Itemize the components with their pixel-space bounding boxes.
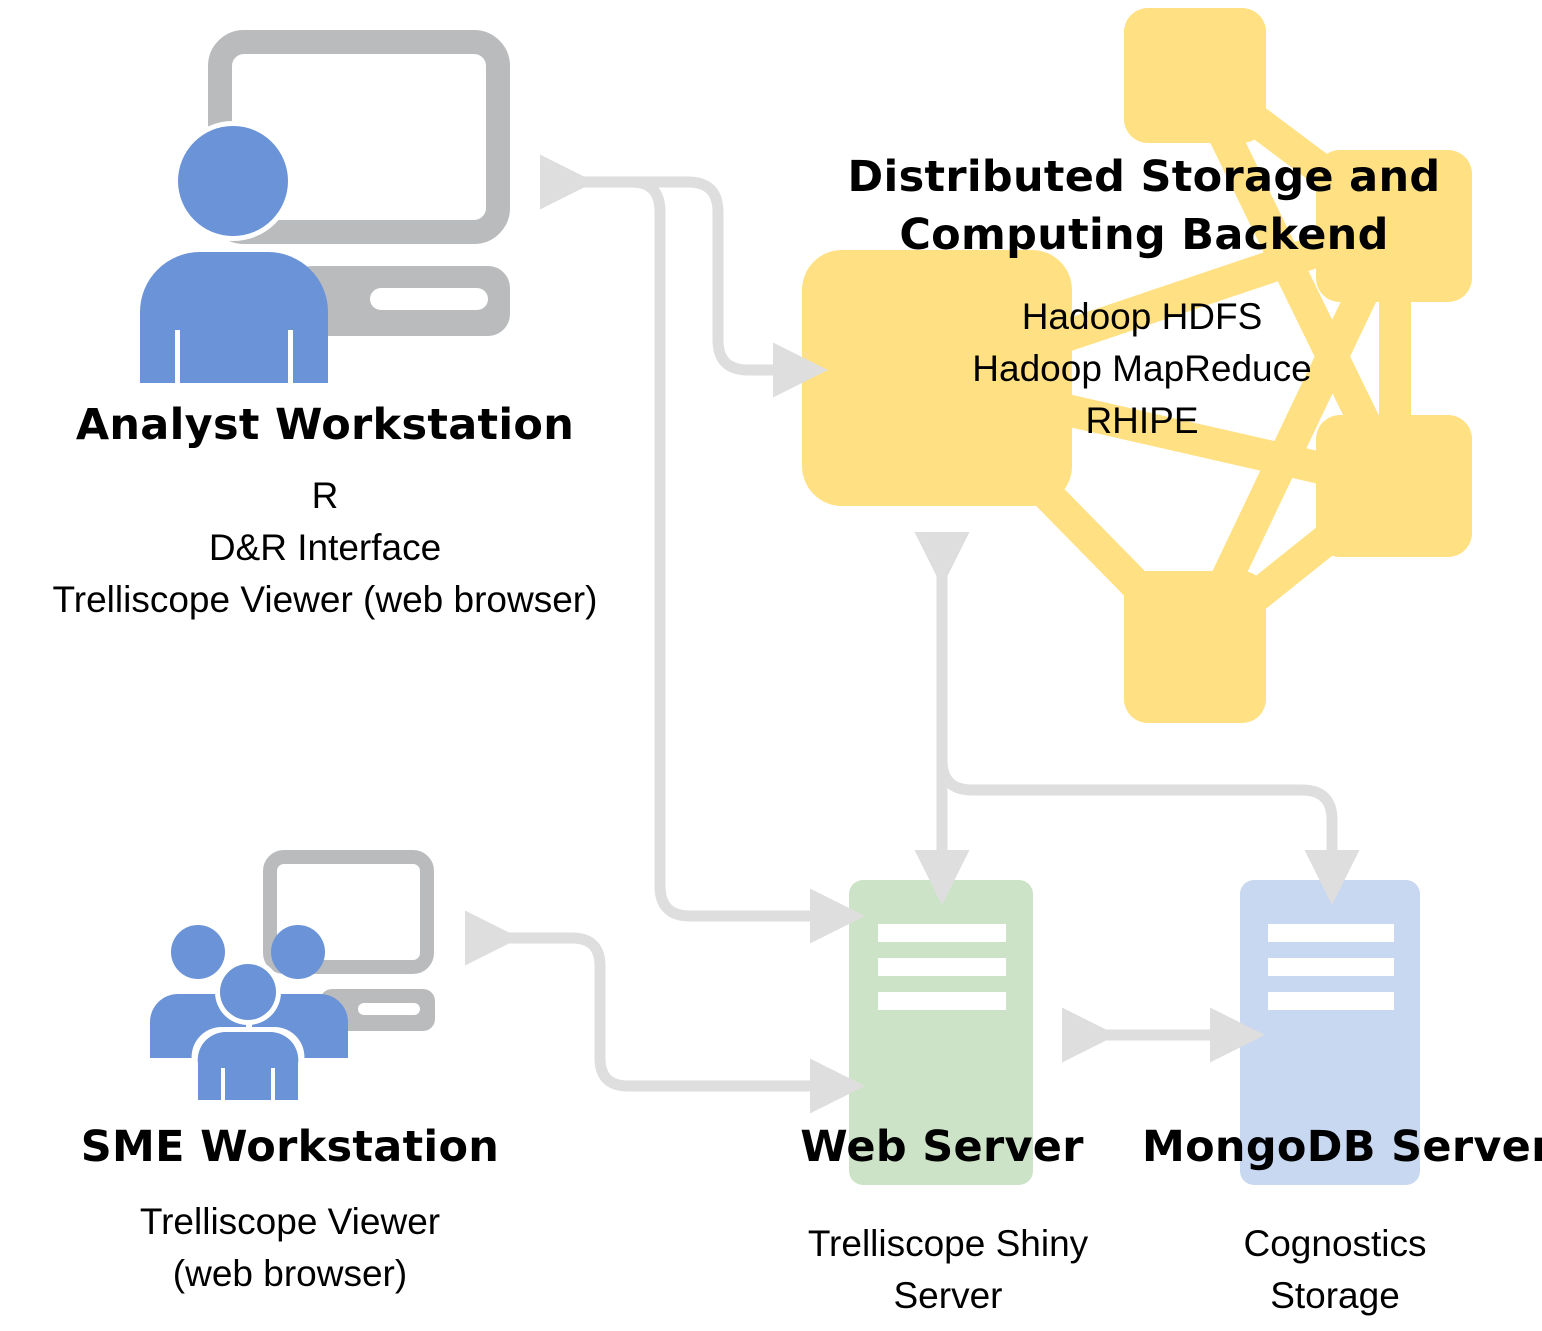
sme-details: Trelliscope Viewer (web browser) xyxy=(40,1196,540,1300)
user-group-icon xyxy=(150,925,348,1102)
backend-title: Distributed Storage and Computing Backen… xyxy=(810,148,1478,264)
analyst-person-icon xyxy=(140,121,328,383)
sme-line: Trelliscope Viewer xyxy=(139,1201,441,1242)
mongodb-server-title: MongoDB Server xyxy=(1142,1122,1542,1172)
backend-title-line: Computing Backend xyxy=(899,210,1389,260)
web-server-line: Server xyxy=(893,1275,1003,1316)
backend-line: Hadoop HDFS xyxy=(1021,296,1263,337)
backend-details: Hadoop HDFS Hadoop MapReduce RHIPE xyxy=(842,291,1442,447)
backend-line: Hadoop MapReduce xyxy=(972,348,1312,389)
arrow-sme-webserver xyxy=(465,910,865,1114)
database-server-icon xyxy=(1240,880,1420,1185)
mongodb-line: Storage xyxy=(1270,1275,1400,1316)
arrow-analyst-backend xyxy=(540,154,828,398)
web-server-title: Web Server xyxy=(800,1122,1084,1172)
backend-title-line: Distributed Storage and xyxy=(847,152,1441,202)
arrow-backend-mongodb xyxy=(936,759,1360,905)
web-server-details: Trelliscope Shiny Server xyxy=(748,1218,1148,1322)
sme-computer-icon xyxy=(263,850,435,1031)
backend-cluster-icon xyxy=(802,8,1472,723)
analyst-title: Analyst Workstation xyxy=(75,400,575,450)
analyst-details: R D&R Interface Trelliscope Viewer (web … xyxy=(25,470,625,626)
connection-arrows xyxy=(465,154,1360,1114)
analyst-line: Trelliscope Viewer (web browser) xyxy=(52,579,598,620)
web-server-line: Trelliscope Shiny xyxy=(807,1223,1089,1264)
mongodb-server-details: Cognostics Storage xyxy=(1135,1218,1535,1322)
analyst-line: D&R Interface xyxy=(208,527,442,568)
sme-title: SME Workstation xyxy=(80,1122,500,1172)
backend-line: RHIPE xyxy=(1085,400,1199,441)
server-icon xyxy=(849,880,1033,1185)
analyst-line: R xyxy=(311,475,339,516)
mongodb-line: Cognostics xyxy=(1243,1223,1427,1264)
sme-line: (web browser) xyxy=(172,1253,408,1294)
